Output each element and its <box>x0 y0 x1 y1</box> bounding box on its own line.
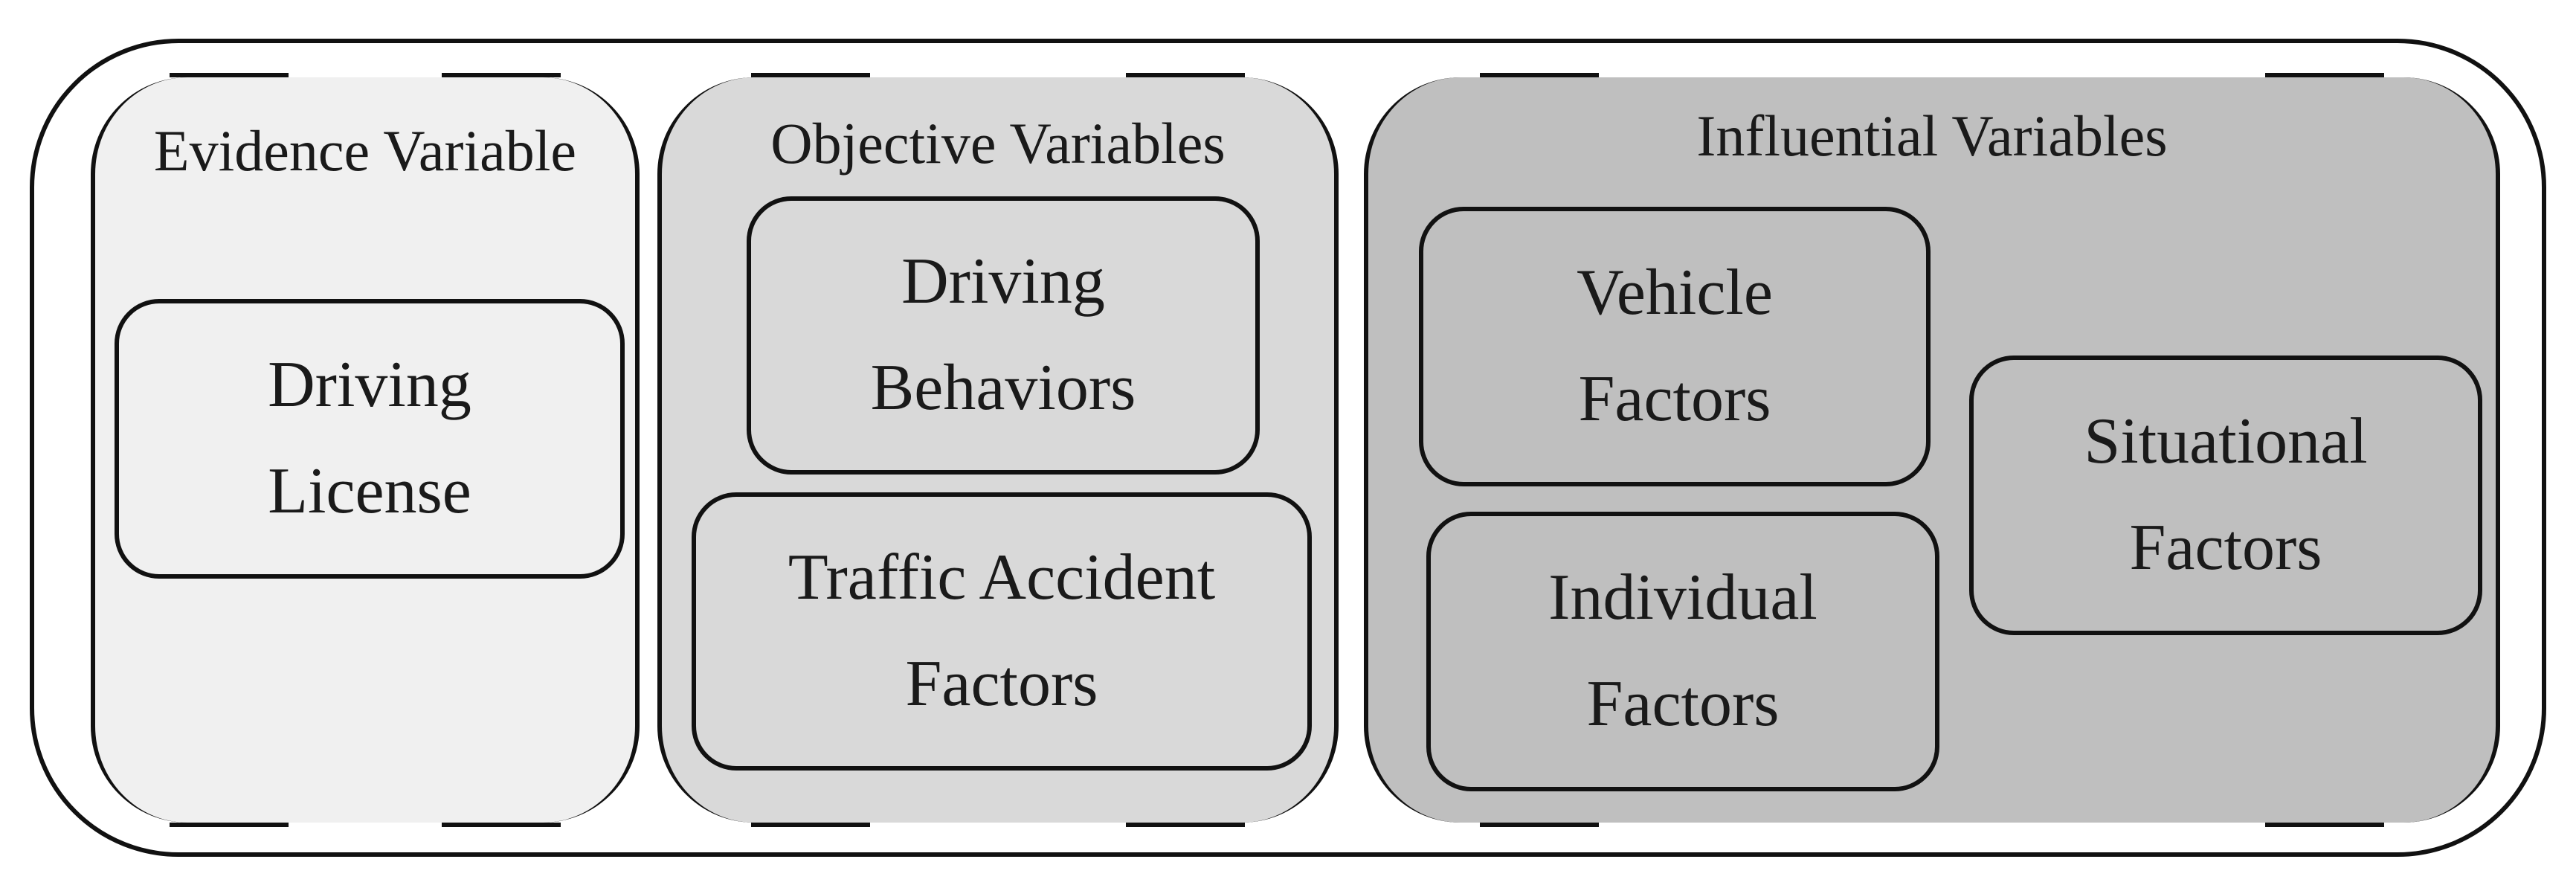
influential-variables-title: Influential Variables <box>1696 103 2168 168</box>
evidence-variable-group: Evidence Variable Driving License <box>91 73 640 827</box>
box-label-line2: License <box>268 455 471 527</box>
vehicle-factors-box: Vehicle Factors <box>1419 207 1931 486</box>
driving-license-box: Driving License <box>115 299 625 579</box>
objective-variables-group: Objective Variables Driving Behaviors Tr… <box>657 73 1339 827</box>
objective-variables-title: Objective Variables <box>770 111 1226 176</box>
box-label-line2: Factors <box>1586 668 1780 740</box>
box-label-line1: Situational <box>2084 405 2368 478</box>
box-label-line2: Factors <box>1578 363 1771 435</box>
box-label-line1: Driving <box>268 349 471 422</box>
individual-factors-box: Individual Factors <box>1426 512 1939 791</box>
box-label-line2: Factors <box>2129 512 2322 584</box>
influential-variables-group: Influential Variables Vehicle Factors In… <box>1364 73 2500 827</box>
evidence-variable-title: Evidence Variable <box>153 118 577 183</box>
traffic-accident-factors-box: Traffic Accident Factors <box>692 492 1312 771</box>
box-label-line1: Vehicle <box>1577 257 1773 329</box>
box-label-line1: Traffic Accident <box>788 541 1216 614</box>
driving-behaviors-box: Driving Behaviors <box>747 196 1260 475</box>
box-label-line2: Behaviors <box>870 352 1136 424</box>
box-label-line1: Driving <box>901 245 1105 318</box>
box-label-line1: Individual <box>1548 562 1817 634</box>
situational-factors-box: Situational Factors <box>1969 356 2482 635</box>
box-label-line2: Factors <box>905 648 1098 720</box>
